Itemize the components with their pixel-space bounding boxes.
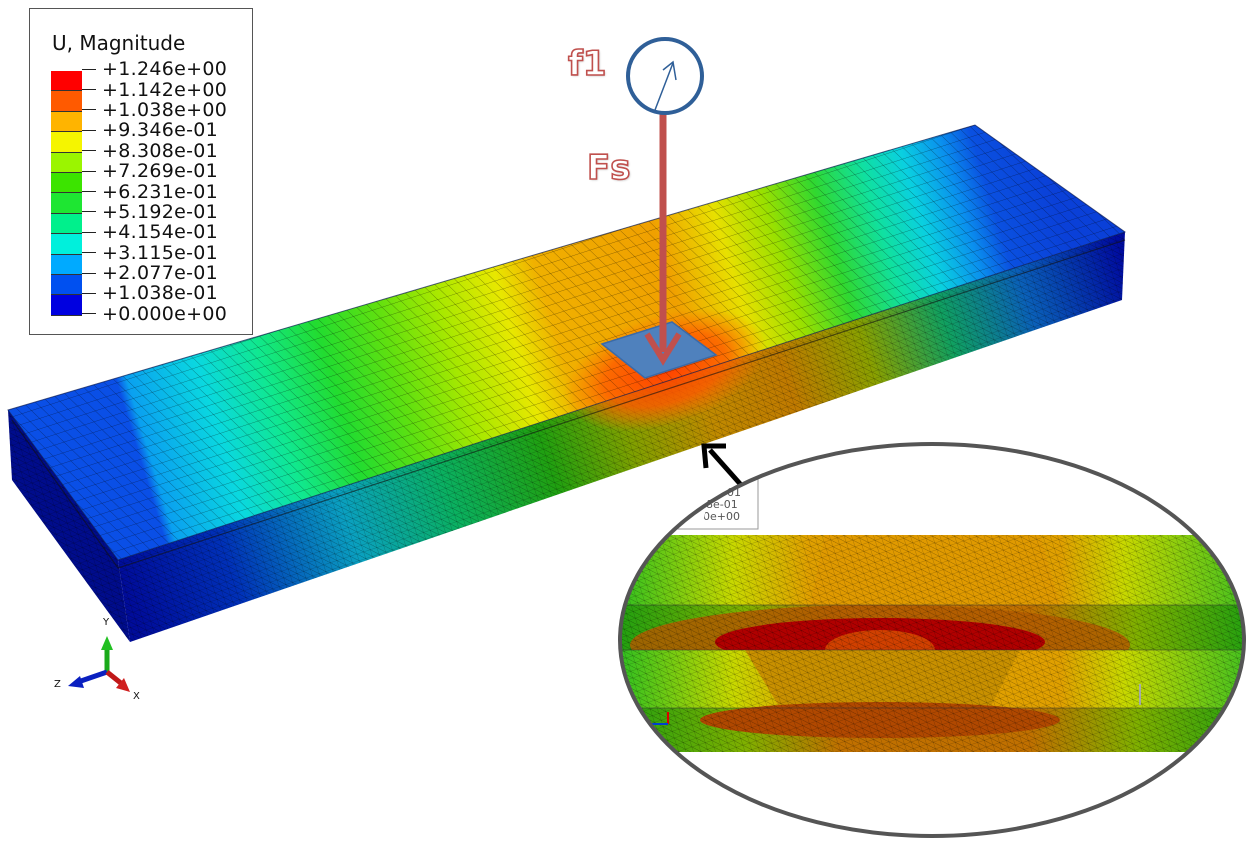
legend-swatch <box>51 132 82 153</box>
legend-swatch <box>51 172 82 194</box>
legend-tick <box>82 109 96 111</box>
legend-swatch <box>51 274 82 296</box>
legend-tick <box>82 68 96 70</box>
axis-label-z: Z <box>54 679 61 690</box>
legend-tick <box>82 170 96 172</box>
legend-value: +4.154e-01 <box>102 221 219 244</box>
legend-swatch <box>51 111 82 133</box>
legend-value: +1.038e-01 <box>102 282 219 305</box>
zoom-pointer-arrow <box>701 443 744 488</box>
legend-swatch <box>51 213 82 235</box>
contour-legend: U, Magnitude +1.246e+00 +1.142e+00 +1.03… <box>29 8 253 335</box>
zoom-inset <box>618 442 1246 838</box>
legend-swatch <box>51 295 82 316</box>
inset-legend-line: 8e-01 <box>706 498 738 511</box>
legend-color-bar <box>51 71 82 316</box>
legend-value: +8.308e-01 <box>102 139 219 162</box>
legend-swatch <box>51 152 82 173</box>
axis-label-y: Y <box>103 617 110 628</box>
inset-legend-line: -01 <box>723 486 741 499</box>
legend-tick <box>82 129 96 131</box>
legend-tick <box>82 313 96 315</box>
legend-tick <box>82 252 96 254</box>
inset-border <box>618 442 1246 838</box>
legend-swatch <box>51 234 82 255</box>
fs-label: Fs <box>586 147 631 189</box>
f1-label: f1 <box>567 43 607 85</box>
legend-tick <box>82 191 96 193</box>
legend-value: +1.038e+00 <box>102 98 228 121</box>
legend-values: +1.246e+00 +1.142e+00 +1.038e+00 +9.346e… <box>82 59 227 324</box>
axis-triad <box>68 636 130 692</box>
legend-tick <box>82 292 96 294</box>
legend-value: +1.142e+00 <box>102 78 228 101</box>
legend-tick <box>82 89 96 91</box>
legend-value: +3.115e-01 <box>102 241 219 264</box>
legend-value: +5.192e-01 <box>102 200 219 223</box>
legend-tick <box>82 211 96 213</box>
legend-tick <box>82 231 96 233</box>
f1-rotation-symbol <box>626 37 704 115</box>
legend-value: +0.000e+00 <box>102 302 228 325</box>
legend-value: +1.246e+00 <box>102 58 228 81</box>
axis-label-x: X <box>133 691 140 702</box>
legend-swatch <box>51 91 82 112</box>
force-arrow-fs <box>644 112 682 366</box>
legend-value: +2.077e-01 <box>102 262 219 285</box>
legend-value: +6.231e-01 <box>102 180 219 203</box>
inset-partial-legend: -01 8e-01 000e+00 <box>703 487 741 523</box>
legend-value: +9.346e-01 <box>102 119 219 142</box>
inset-legend-line: 000e+00 <box>689 510 740 523</box>
legend-swatch <box>51 193 82 214</box>
legend-value: +7.269e-01 <box>102 160 219 183</box>
legend-swatch <box>51 254 82 275</box>
legend-tick <box>82 150 96 152</box>
legend-swatch <box>51 71 82 92</box>
legend-tick <box>82 272 96 274</box>
legend-title: U, Magnitude <box>52 31 186 55</box>
